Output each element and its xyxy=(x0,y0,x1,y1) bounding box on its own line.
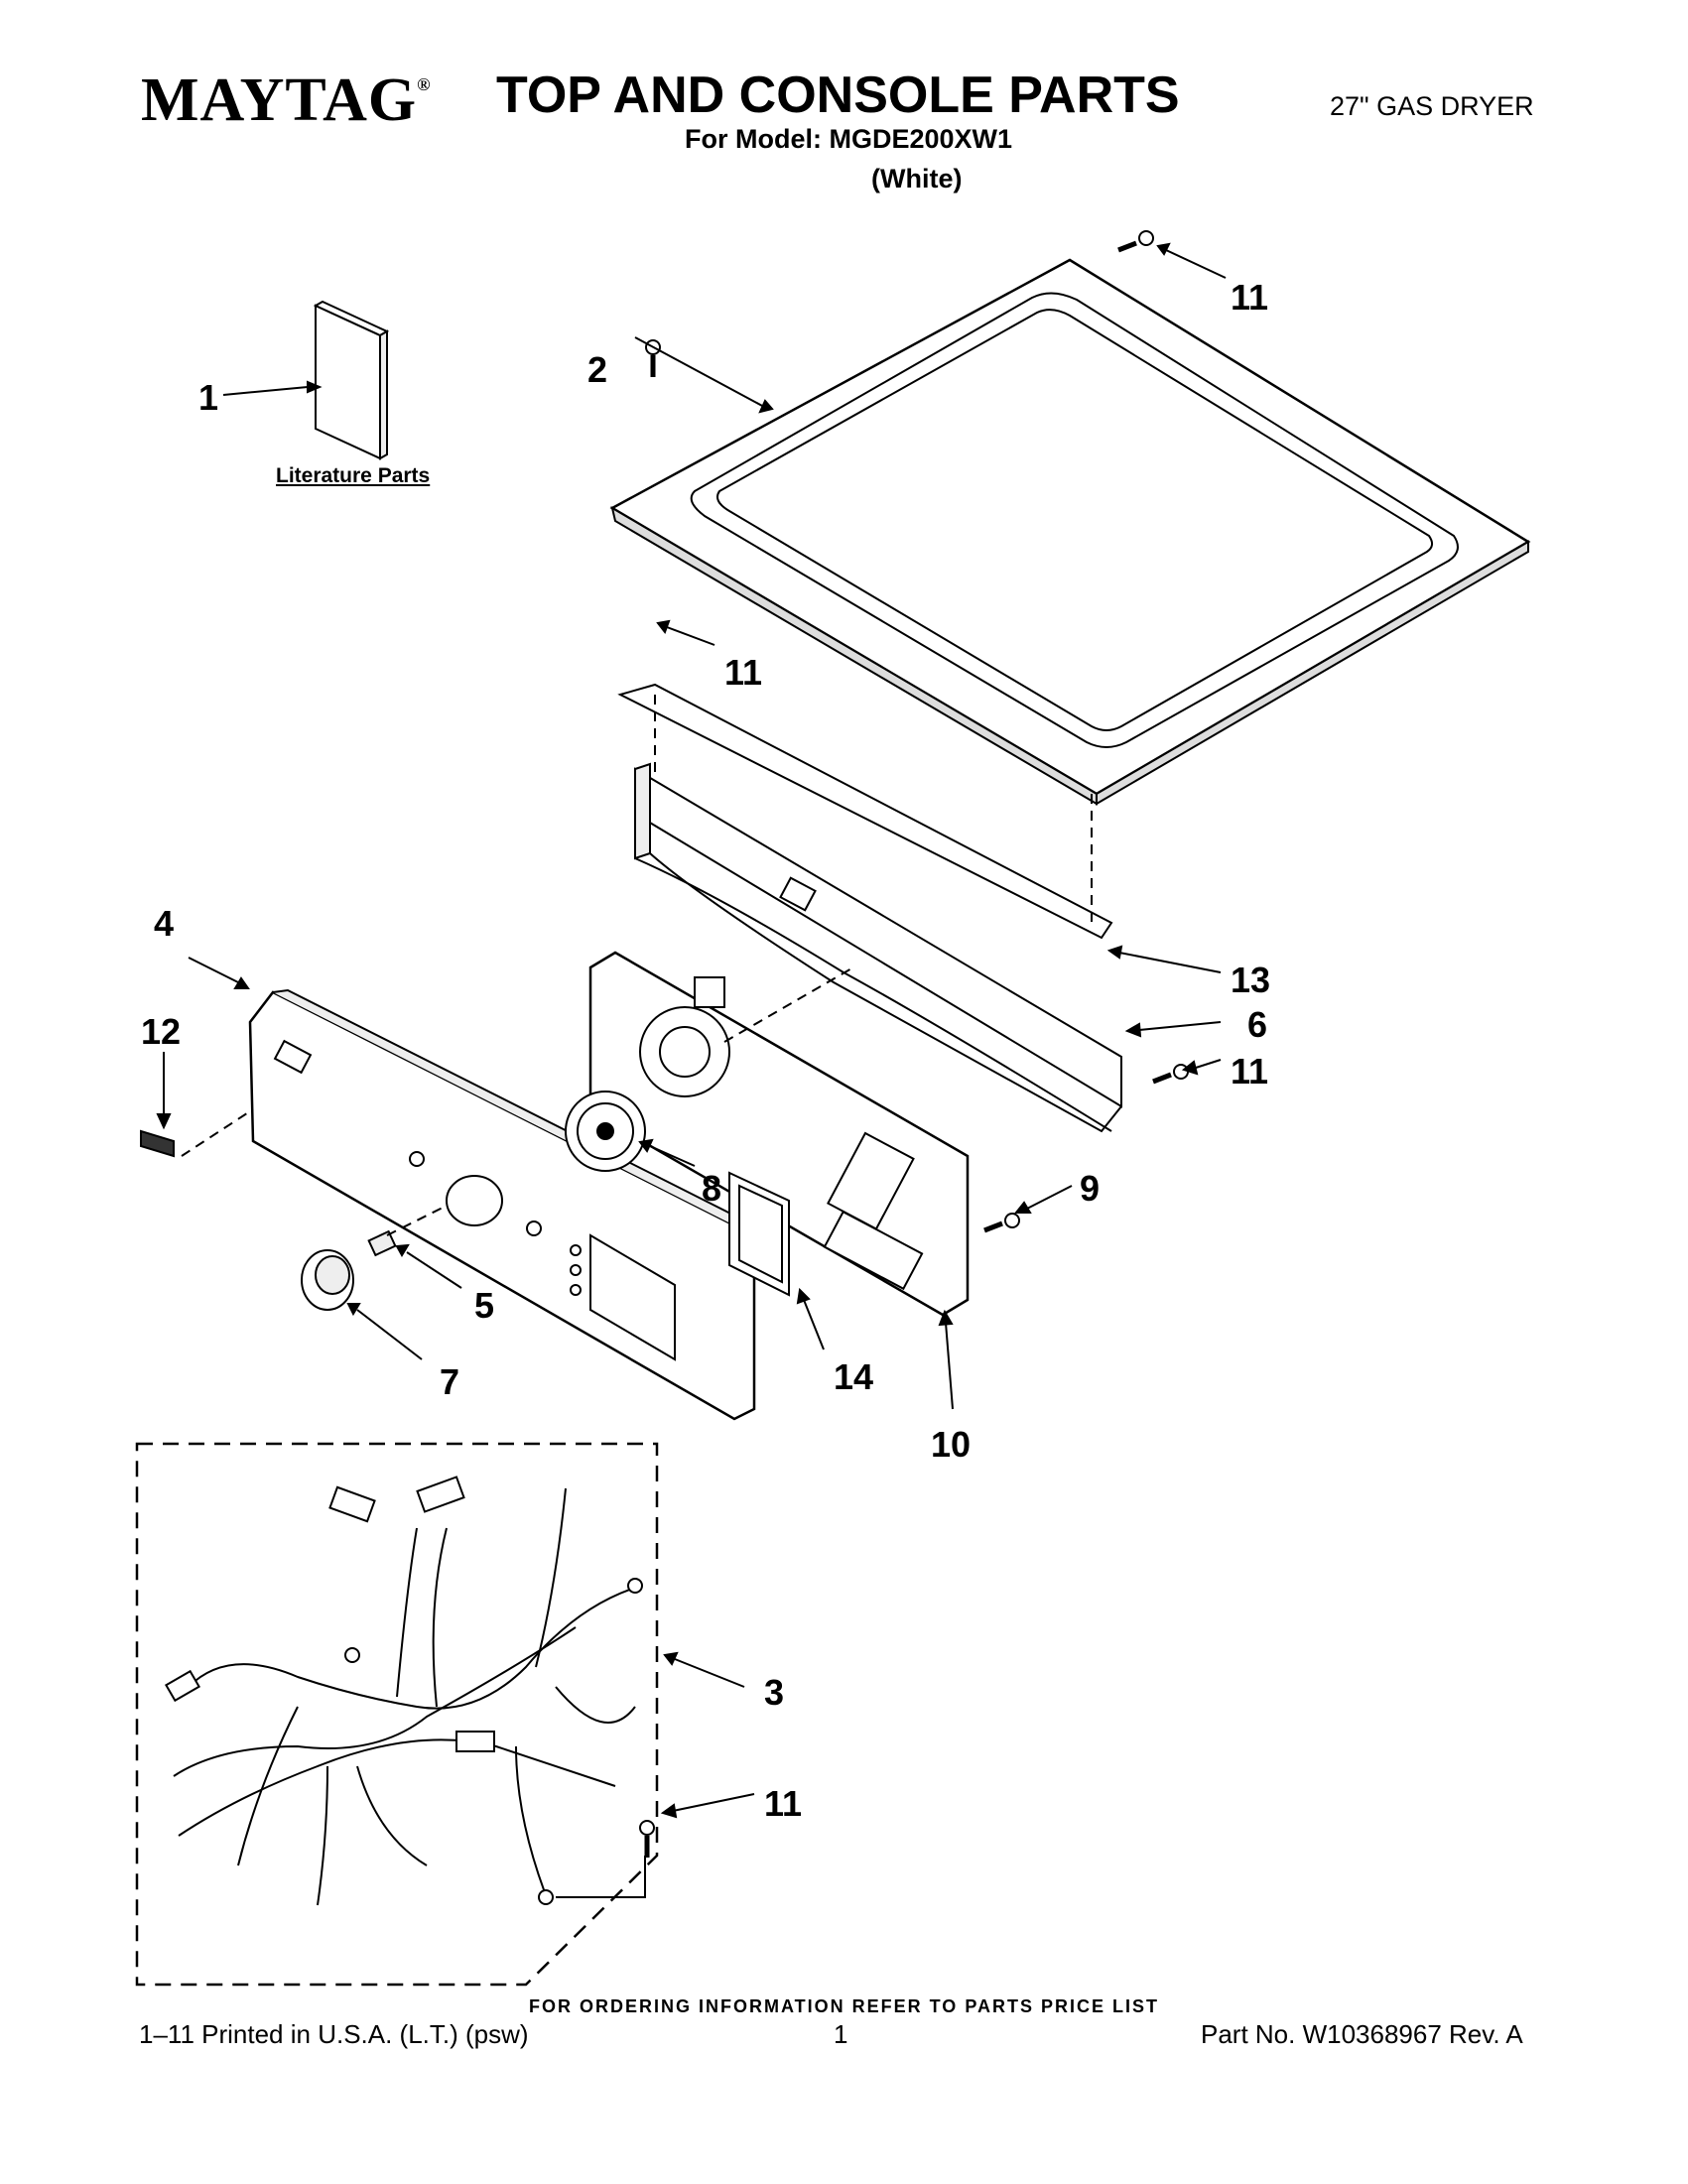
callout-12: 12 xyxy=(141,1011,181,1052)
ordering-note: FOR ORDERING INFORMATION REFER TO PARTS … xyxy=(528,1996,1159,2016)
model-line: For Model: MGDE200XW1 xyxy=(685,124,1013,154)
brand-name: MAYTAG xyxy=(141,66,418,134)
callout-8: 8 xyxy=(702,1168,721,1209)
registered-mark: ® xyxy=(417,74,432,94)
product-type: 27" GAS DRYER xyxy=(1330,91,1534,121)
callout-5: 5 xyxy=(474,1285,494,1326)
callout-3: 3 xyxy=(764,1672,784,1713)
callout-1: 1 xyxy=(198,377,218,418)
color-line: (White) xyxy=(871,164,963,193)
top-panel xyxy=(609,258,1531,806)
callout-14: 14 xyxy=(834,1356,873,1397)
callout-11a: 11 xyxy=(1231,277,1268,318)
screws xyxy=(639,230,1189,1858)
knob-coupler xyxy=(367,1205,448,1257)
brand-logo: MAYTAG® xyxy=(141,69,432,131)
callout-10: 10 xyxy=(931,1424,971,1465)
page-number: 1 xyxy=(834,2019,848,2049)
console-bracket xyxy=(617,683,1122,1133)
page-title: TOP AND CONSOLE PARTS xyxy=(496,66,1180,124)
callout-2: 2 xyxy=(587,349,607,390)
callout-11b: 11 xyxy=(724,652,762,693)
callout-9: 9 xyxy=(1080,1168,1100,1209)
callout-13: 13 xyxy=(1231,960,1270,1000)
wire-harness xyxy=(135,1442,659,1987)
print-info: 1–11 Printed in U.S.A. (L.T.) (psw) xyxy=(139,2019,529,2049)
literature-parts-label: Literature Parts xyxy=(276,464,431,487)
callout-6: 6 xyxy=(1247,1004,1267,1045)
literature-booklet xyxy=(313,300,390,460)
callout-numbers: 1 2 3 4 5 6 7 8 9 10 11 11 11 11 12 13 1… xyxy=(141,277,1270,1824)
leader-arrows xyxy=(156,242,1227,1819)
callout-11d: 11 xyxy=(764,1783,802,1824)
selector-encoder xyxy=(565,1091,646,1172)
knob xyxy=(301,1249,354,1311)
callout-11c: 11 xyxy=(1231,1051,1268,1092)
part-number: Part No. W10368967 Rev. A xyxy=(1201,2019,1523,2049)
indicator-cap xyxy=(140,1129,175,1158)
callout-7: 7 xyxy=(440,1361,459,1402)
console-panel xyxy=(181,988,767,1421)
display-window xyxy=(728,1171,790,1297)
callout-4: 4 xyxy=(154,903,174,944)
